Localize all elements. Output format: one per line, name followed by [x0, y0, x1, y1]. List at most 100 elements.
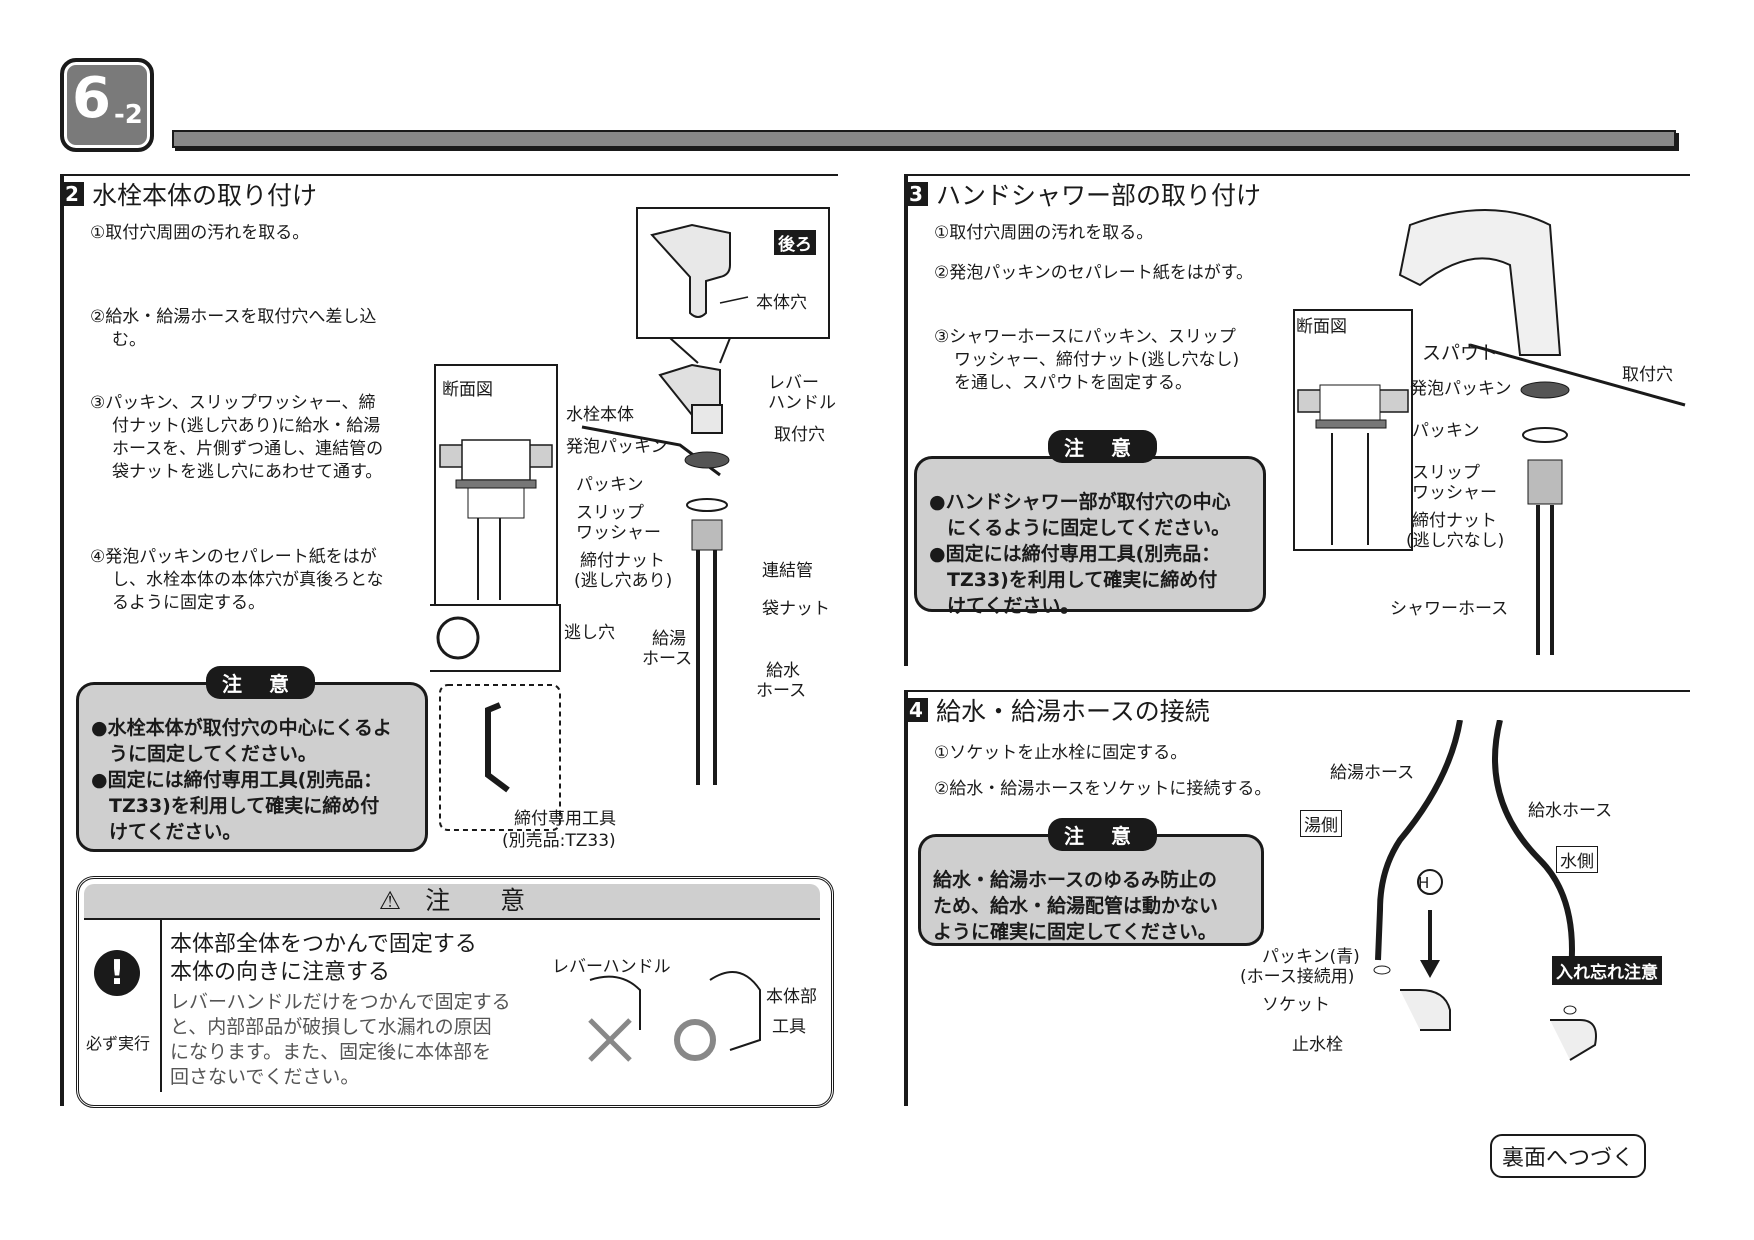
- caution-box: [76, 876, 834, 1108]
- s3-note-tag: 注 意: [1048, 430, 1157, 463]
- label-dont-forget: 入れ忘れ注意: [1552, 956, 1662, 985]
- label-h-mark: H: [1418, 874, 1430, 892]
- label-nut-2: (逃し穴あり): [574, 571, 673, 591]
- section-number: 3: [904, 182, 928, 206]
- note-line: TZ33)を利用して確実に締め付: [109, 795, 380, 817]
- s3-note-box: ●ハンドシャワー部が取付穴の中心 にくるように固定してください。 ●固定には締付…: [914, 456, 1266, 617]
- faucet-assembly-diagram: [430, 207, 830, 831]
- label-socket: ソケット: [1262, 995, 1330, 1015]
- s3-step-1: ①取付穴周囲の汚れを取る。: [934, 223, 1154, 243]
- s2-step-4a: ④発泡パッキンのセパレート紙をはが: [90, 547, 377, 567]
- label-cold-2: ホース: [756, 681, 807, 701]
- note-line: ように確実に固定してください。: [933, 921, 1217, 943]
- section-number: 4: [904, 698, 928, 722]
- section-3-header: 3 ハンドシャワー部の取り付け: [904, 174, 1690, 210]
- label-foam-3: 発泡パッキン: [1410, 379, 1512, 399]
- section-3-rule: [904, 176, 908, 666]
- s2-note-tag: 注 意: [206, 666, 315, 699]
- s2-step-1: ①取付穴周囲の汚れを取る。: [90, 223, 310, 243]
- caution-divider: [160, 920, 162, 1092]
- note-line: けてください。: [947, 595, 1080, 617]
- label-section-view-3: 断面図: [1296, 317, 1347, 337]
- section-4-header: 4 給水・給湯ホースの接続: [904, 690, 1690, 726]
- label-back: 後ろ: [774, 230, 816, 255]
- label-stop-valve: 止水栓: [1292, 1035, 1343, 1055]
- s3-step-3a: ③シャワーホースにパッキン、スリップ: [934, 327, 1236, 347]
- label-cold-hose: 給水ホース: [1528, 801, 1613, 821]
- section-4-rule: [904, 692, 908, 1106]
- s3-step-3b: ワッシャー、締付ナット(逃し穴なし): [954, 350, 1240, 370]
- section-2-rule: [60, 176, 64, 1106]
- label-section-view: 断面図: [442, 380, 493, 400]
- caution-body-line: になります。また、固定後に本体部を: [170, 1041, 492, 1063]
- s4-step-2: ②給水・給湯ホースをソケットに接続する。: [934, 779, 1272, 799]
- label-lever-handle: レバーハンドル: [552, 957, 671, 977]
- s3-step-2: ②発泡パッキンのセパレート紙をはがす。: [934, 263, 1254, 283]
- label-lever-1: レバー: [768, 373, 819, 393]
- label-nut-3a: 締付ナット: [1412, 511, 1497, 531]
- note-line: うに固定してください。: [109, 743, 317, 765]
- label-packing-blue: パッキン(青): [1262, 947, 1360, 967]
- note-line: ●ハンドシャワー部が取付穴の中心: [929, 491, 1231, 513]
- label-cold-side: 水側: [1556, 846, 1598, 873]
- s2-step-3d: 袋ナットを逃し穴にあわせて通す。: [112, 462, 383, 482]
- page-number-badge: 6 -2: [60, 58, 154, 152]
- s2-step-2a: ②給水・給湯ホースを取付穴へ差し込: [90, 307, 377, 327]
- warning-triangle-icon: ⚠: [378, 886, 402, 915]
- s4-note-tag: 注 意: [1048, 818, 1157, 851]
- label-packing-3: パッキン: [1412, 421, 1480, 441]
- section-title: 水栓本体の取り付け: [92, 181, 318, 210]
- header-rule: [172, 130, 1676, 148]
- hose-connection-diagram: [1373, 720, 1597, 1061]
- label-packing: パッキン: [576, 475, 644, 495]
- label-hot-2: ホース: [642, 649, 693, 669]
- label-body-part: 本体部: [766, 987, 817, 1007]
- label-mount-hole: 取付穴: [774, 425, 825, 445]
- label-tool: 工具: [772, 1017, 806, 1037]
- label-nut-3b: (逃し穴なし): [1406, 531, 1505, 551]
- label-hot-1: 給湯: [652, 629, 686, 649]
- section-number: 2: [60, 182, 84, 206]
- page-number: 6: [72, 66, 111, 131]
- label-relief-hole: 逃し穴: [564, 623, 615, 643]
- section-title: ハンドシャワー部の取り付け: [936, 181, 1262, 210]
- s2-note-box: ●水栓本体が取付穴の中心にくるよ うに固定してください。 ●固定には締付専用工具…: [76, 682, 428, 852]
- label-shower-hose: シャワーホース: [1390, 599, 1509, 619]
- caution-title-bar: ⚠ 注 意: [84, 884, 820, 920]
- label-hot-hose: 給湯ホース: [1330, 763, 1415, 783]
- label-lever-2: ハンドル: [768, 393, 836, 413]
- label-packing-hose: (ホース接続用): [1240, 967, 1355, 987]
- label-slip-2: ワッシャー: [576, 523, 661, 543]
- label-tool-1: 締付専用工具: [514, 809, 616, 829]
- s2-step-4b: し、水栓本体の本体穴が真後ろとな: [112, 570, 384, 590]
- note-line: ため、給水・給湯配管は動かない: [933, 895, 1219, 917]
- caution-body: レバーハンドルだけをつかんで固定する と、内部部品が破損して水漏れの原因 になり…: [170, 990, 511, 1090]
- label-cold-1: 給水: [766, 661, 800, 681]
- label-slip-3b: ワッシャー: [1412, 483, 1497, 503]
- note-line: けてください。: [109, 821, 242, 843]
- label-bag-nut: 袋ナット: [762, 599, 830, 619]
- note-line: TZ33)を利用して確実に締め付: [947, 569, 1218, 591]
- caution-body-line: 回さないでください。: [170, 1066, 360, 1088]
- s2-step-3a: ③パッキン、スリップワッシャー、締: [90, 393, 376, 413]
- continue-on-back-label: 裏面へつづく: [1490, 1134, 1647, 1178]
- s2-step-3c: ホースを、片側ずつ通し、連結管の: [112, 439, 384, 459]
- must-do-label: 必ず実行: [86, 1034, 151, 1053]
- s2-step-3b: 付ナット(逃し穴あり)に給水・給湯: [112, 416, 381, 436]
- caution-title: 注 意: [425, 886, 526, 915]
- section-2-header: 2 水栓本体の取り付け: [60, 174, 838, 210]
- label-body: 水栓本体: [566, 405, 634, 425]
- mandatory-exclamation-icon: !: [94, 950, 140, 996]
- note-line: ●固定には締付専用工具(別売品：: [929, 543, 1221, 565]
- caution-body-line: レバーハンドルだけをつかんで固定する: [170, 991, 511, 1013]
- label-slip-3a: スリップ: [1412, 463, 1480, 483]
- caution-heading-2: 本体の向きに注意する: [170, 960, 391, 985]
- label-foam: 発泡パッキン: [566, 437, 668, 457]
- note-line: ●固定には締付専用工具(別売品：: [91, 769, 383, 791]
- label-hot-side: 湯側: [1300, 810, 1342, 837]
- section-title: 給水・給湯ホースの接続: [936, 697, 1210, 726]
- note-line: ●水栓本体が取付穴の中心にくるよ: [91, 717, 392, 739]
- s4-note-box: 給水・給湯ホースのゆるみ防止の ため、給水・給湯配管は動かない ように確実に固定…: [918, 834, 1264, 946]
- s2-step-4c: るように固定する。: [112, 593, 265, 613]
- label-connector: 連結管: [762, 561, 813, 581]
